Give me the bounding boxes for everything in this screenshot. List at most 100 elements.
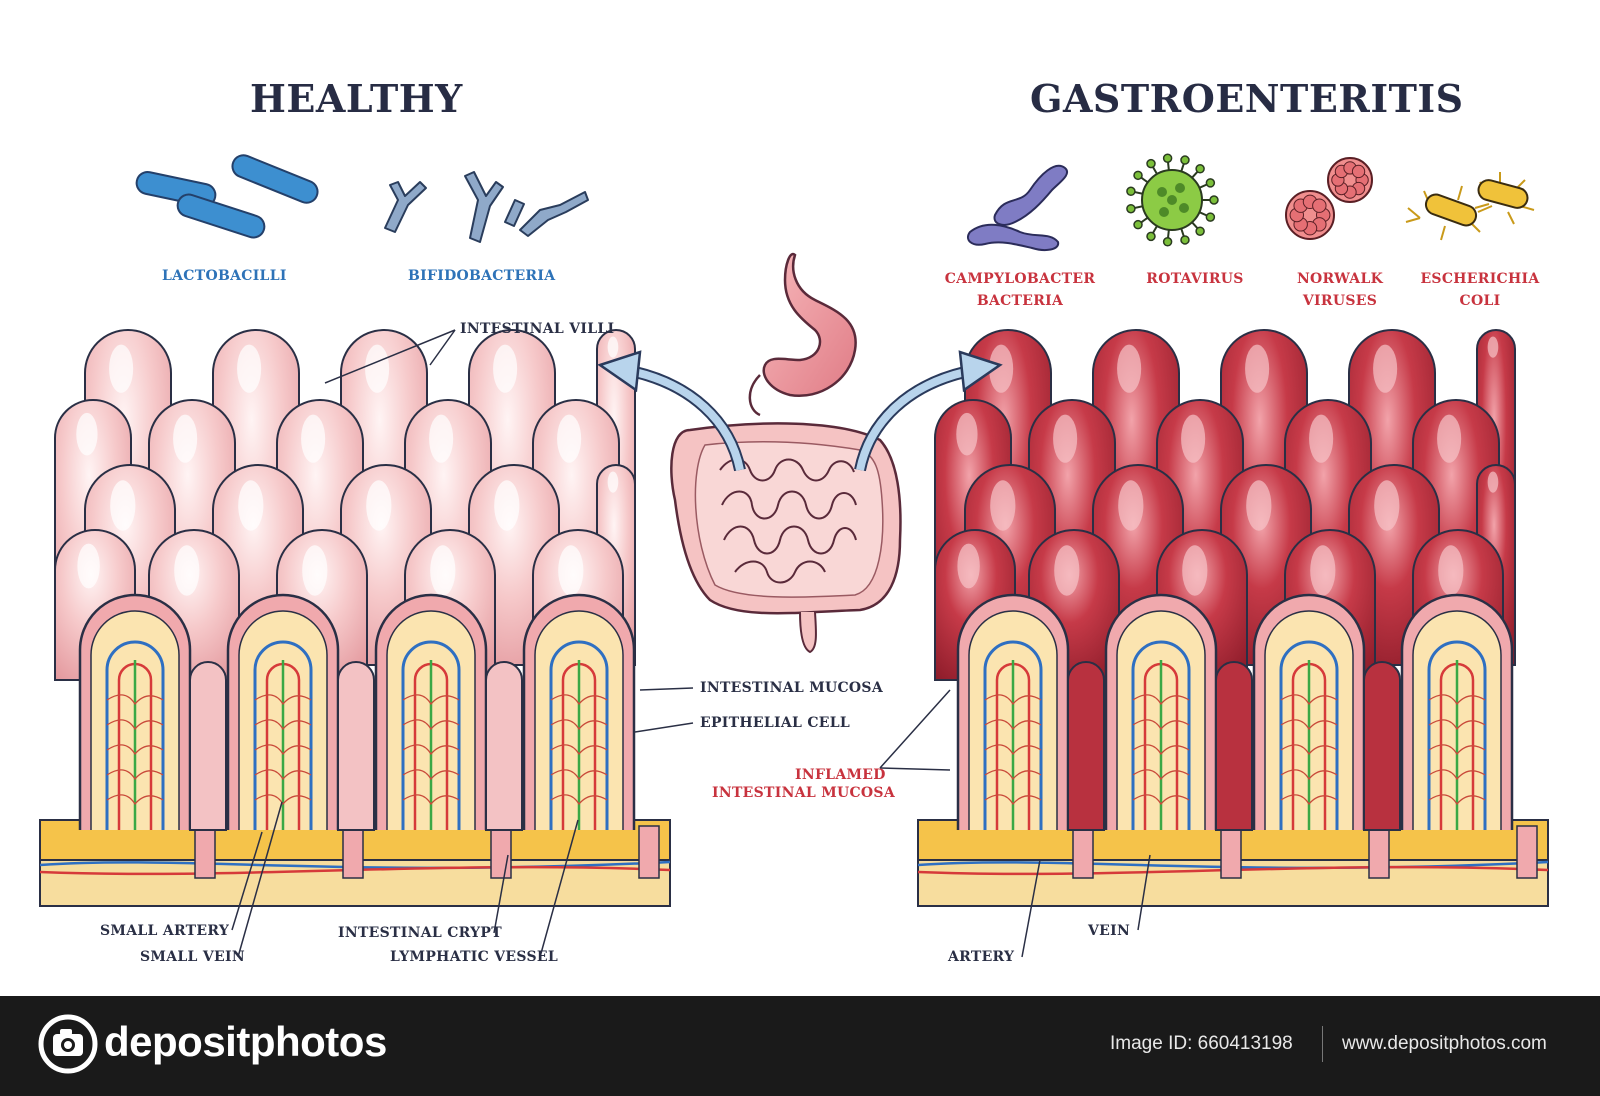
capillary-vein: [105, 640, 165, 830]
villus-highlight: [1487, 471, 1499, 493]
capillary-branch: [1280, 794, 1338, 806]
intestinal-crypt: [1368, 825, 1390, 879]
virus-dot: [1175, 183, 1185, 193]
villus-highlight: [237, 344, 262, 393]
illustration: [39, 153, 1549, 958]
villus-highlight: [173, 414, 198, 463]
villus-highlight: [956, 412, 978, 456]
villus-highlight: [557, 414, 582, 463]
villus-highlight: [1437, 414, 1462, 463]
e-coli-label: ESCHERICHIA COLI: [1410, 268, 1550, 312]
villus-front: [189, 661, 227, 831]
arrow-to-gastroenteritis: [854, 350, 1003, 472]
e-coli-label-line2: COLI: [1459, 293, 1501, 309]
lymphatic-vessel-label: LYMPHATIC VESSEL: [390, 949, 559, 965]
villus-highlight: [76, 412, 98, 456]
capillary-branch: [1132, 794, 1190, 806]
capillary-branch: [1280, 744, 1338, 756]
capillary-branch: [1280, 719, 1338, 731]
villus-highlight: [494, 480, 520, 531]
vein-label: VEIN: [1088, 923, 1131, 939]
villus-highlight: [1054, 545, 1080, 596]
capillary-branch: [1132, 694, 1190, 706]
virus-dot: [1179, 203, 1189, 213]
inflamed-cross-section: [917, 593, 1549, 907]
capillary-branch: [254, 719, 312, 731]
healthy-title: HEALTHY: [250, 76, 463, 121]
inflamed-mucosa-label-line2: INTESTINAL MUCOSA: [712, 785, 896, 801]
norwalk-label-line1: NORWALK: [1296, 271, 1384, 287]
villus-front: [485, 661, 523, 831]
inflamed-mucosa-label: INFLAMED: [795, 766, 885, 784]
capillary-branch: [254, 694, 312, 706]
norwalk-virus-icon: [1285, 157, 1373, 240]
intestinal-crypt: [1516, 825, 1538, 879]
intestinal-crypt: [194, 825, 216, 879]
capillary-branch: [1428, 769, 1486, 781]
virus-dot: [1167, 195, 1177, 205]
capillary-vein: [253, 640, 313, 830]
villus-highlight: [607, 471, 619, 493]
campylobacter-label-line2: BACTERIA: [976, 293, 1064, 309]
villus-highlight: [1181, 414, 1206, 463]
capillary-branch: [402, 744, 460, 756]
villus-highlight: [174, 545, 200, 596]
capillary-branch: [1428, 744, 1486, 756]
norwalk-label-line2: VIRUSES: [1302, 293, 1378, 309]
villus-highlight: [607, 336, 619, 358]
villus-highlight: [1245, 344, 1270, 393]
villus-highlight: [77, 543, 100, 589]
capillary-branch: [402, 769, 460, 781]
footer-image-id: Image ID: 660413198: [1110, 1033, 1293, 1054]
virus-dot: [1159, 207, 1169, 217]
virus-spike-tip: [1126, 203, 1136, 214]
footer-brand[interactable]: depositphotos: [104, 1018, 387, 1065]
villus-highlight: [366, 480, 392, 531]
capillary-branch: [106, 719, 164, 731]
capillary-branch: [550, 769, 608, 781]
inflamed-mucosa-label-line1: INFLAMED: [795, 767, 886, 783]
capillary-branch: [984, 744, 1042, 756]
capillary-branch: [106, 794, 164, 806]
footer-site-link[interactable]: www.depositphotos.com: [1342, 1033, 1547, 1054]
capsomere: [1351, 164, 1366, 179]
intestinal-crypt: [490, 825, 512, 879]
capillary-vein: [1427, 640, 1487, 830]
capillary-branch: [550, 794, 608, 806]
virus-spike-tip: [1180, 235, 1190, 245]
villus-highlight: [1182, 545, 1208, 596]
rotavirus-label-line1: ROTAVIRUS: [1146, 271, 1244, 287]
villus-highlight: [1118, 480, 1144, 531]
villus-highlight: [301, 414, 326, 463]
virus-spike-tip: [1162, 237, 1173, 247]
capillary-branch: [106, 694, 164, 706]
villus-highlight: [558, 545, 584, 596]
virus-spike-tip: [1180, 155, 1190, 165]
intestinal-villi-label: INTESTINAL VILLI: [460, 321, 615, 337]
capillary-vein: [983, 640, 1043, 830]
capillary-branch: [984, 769, 1042, 781]
villus-highlight: [429, 414, 454, 463]
villus-highlight: [957, 543, 980, 589]
footer-bar: depositphotos Image ID: 660413198 www.de…: [0, 996, 1600, 1096]
capillary-branch: [984, 694, 1042, 706]
capillary-branch: [254, 769, 312, 781]
villus-highlight: [1309, 414, 1334, 463]
capillary-branch: [402, 719, 460, 731]
intestinal-crypt: [1220, 825, 1242, 879]
rotavirus-icon: [1126, 153, 1219, 247]
campylobacter-label-line1: CAMPYLOBACTER: [944, 271, 1096, 287]
lactobacilli-label: LACTOBACILLI: [162, 268, 287, 284]
villus-highlight: [1374, 480, 1400, 531]
villus-front: [1363, 661, 1401, 831]
villus-highlight: [990, 480, 1016, 531]
capillary-branch: [984, 719, 1042, 731]
virus-spike-tip: [1133, 219, 1143, 230]
capillary-branch: [1132, 744, 1190, 756]
artery-label: ARTERY: [948, 949, 1015, 965]
gastroenteritis-title: GASTROENTERITIS: [1030, 76, 1464, 121]
villus-front: [337, 661, 375, 831]
villus-highlight: [365, 344, 390, 393]
virus-spike-tip: [1209, 195, 1219, 205]
virus-spike-tip: [1133, 170, 1143, 181]
